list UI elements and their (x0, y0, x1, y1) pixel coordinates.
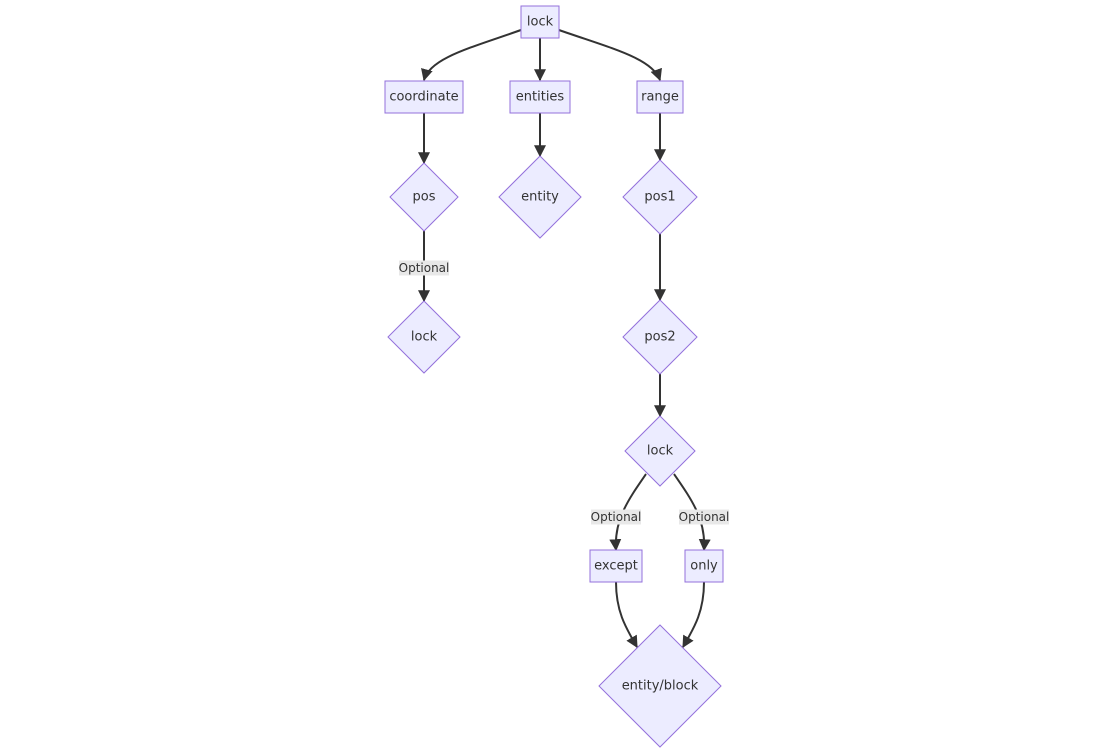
node-pos: pos (389, 162, 459, 232)
node-label: lock (647, 444, 674, 459)
edge-label: Optional (399, 261, 450, 275)
node-coordinate: coordinate (384, 80, 464, 114)
node-label: entities (516, 90, 565, 105)
node-label: pos2 (644, 330, 675, 345)
edge-except-to-entity_block (615, 581, 638, 649)
node-entity-block: entity/block (598, 624, 722, 748)
node-diamond (622, 299, 698, 375)
node-diamond (622, 159, 698, 235)
edge-label: Optional (679, 510, 730, 524)
node-box (509, 80, 571, 114)
edge-lock_range-to-only: Optional (673, 473, 730, 552)
node-label: pos1 (644, 190, 675, 205)
node-box (684, 549, 724, 583)
edge-line (682, 581, 705, 649)
node-label: except (594, 559, 638, 574)
nodes: lock coordinate entities range pos entity pos1… (384, 5, 724, 748)
node-box (384, 80, 464, 114)
edge-only-to-entity_block (682, 581, 705, 649)
node-diamond (624, 415, 696, 487)
edge-lock_root-to-coordinate (421, 29, 522, 82)
edge-label-background (679, 509, 729, 525)
node-diamond (387, 300, 461, 374)
node-label: coordinate (389, 90, 458, 105)
node-only: only (684, 549, 724, 583)
edge-label-background (399, 260, 449, 276)
node-label: lock (527, 15, 554, 30)
node-label: entity/block (622, 679, 699, 694)
edge-lock_root-to-range (558, 29, 662, 82)
node-lock-root: lock (520, 5, 560, 39)
edge-line (558, 29, 662, 82)
node-box (589, 549, 643, 583)
edge-pos-to-lock_coord: Optional (399, 231, 450, 303)
edge-label: Optional (591, 510, 642, 524)
edge-line (615, 581, 638, 649)
node-box (636, 80, 684, 114)
node-pos1: pos1 (622, 159, 698, 235)
node-label: pos (413, 190, 436, 205)
node-diamond (598, 624, 722, 748)
node-pos2: pos2 (622, 299, 698, 375)
node-label: only (690, 559, 718, 574)
node-lock-range: lock (624, 415, 696, 487)
node-label: entity (521, 190, 559, 205)
node-entity: entity (498, 155, 582, 239)
node-diamond (498, 155, 582, 239)
edge-label-background (591, 509, 641, 525)
node-entities: entities (509, 80, 571, 114)
node-range: range (636, 80, 684, 114)
node-diamond (389, 162, 459, 232)
node-box (520, 5, 560, 39)
node-except: except (589, 549, 643, 583)
edge-line (421, 29, 522, 82)
node-label: lock (411, 330, 438, 345)
node-lock-coord: lock (387, 300, 461, 374)
node-label: range (641, 90, 679, 105)
edge-lock_range-to-except: Optional (591, 473, 647, 552)
